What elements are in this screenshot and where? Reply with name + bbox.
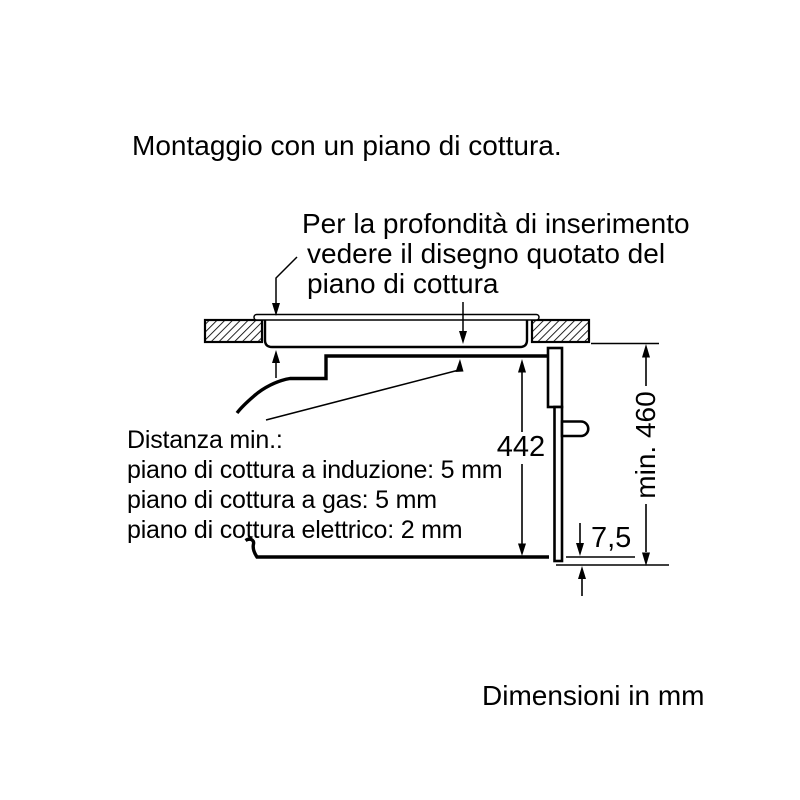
min-distance-line-electric: piano di cottura elettrico: 2 mm (127, 516, 463, 544)
worktop-hatched-sections (203, 318, 591, 344)
insertion-depth-note: Per la profondità di inserimento vedere … (302, 209, 690, 299)
min-distance-heading: Distanza min.: (127, 426, 283, 454)
insertion-depth-leader-arrow (272, 256, 298, 316)
cooktop-cross-section (253, 313, 540, 349)
dimension-442 (518, 359, 526, 556)
oven-height-dimension-label: 442 (496, 431, 546, 463)
dimension-min-460 (642, 344, 650, 566)
insertion-depth-note-line3: piano di cottura (307, 268, 499, 299)
min-distance-note: Distanza min.: piano di cottura a induzi… (127, 425, 503, 545)
oven-handle (560, 420, 590, 438)
dimension-7-5 (576, 523, 586, 596)
min-distance-up-arrow (272, 350, 280, 378)
bottom-reference-lines (556, 556, 669, 566)
insertion-depth-arrow (459, 302, 467, 344)
oven-outline (235, 346, 590, 563)
min-distance-line-gas: piano di cottura a gas: 5 mm (127, 486, 437, 514)
insertion-depth-note-line2: vedere il disegno quotato del (307, 238, 666, 269)
min-distance-leader-arrow (265, 359, 464, 421)
units-note: Dimensioni in mm (482, 680, 705, 711)
niche-height-dimension-label: min. 460 (630, 391, 661, 499)
page-title: Montaggio con un piano di cottura. (132, 130, 562, 161)
min-distance-line-induction: piano di cottura a induzione: 5 mm (127, 456, 503, 484)
insertion-depth-note-line1: Per la profondità di inserimento (302, 208, 690, 239)
bottom-gap-dimension-label: 7,5 (591, 522, 632, 554)
